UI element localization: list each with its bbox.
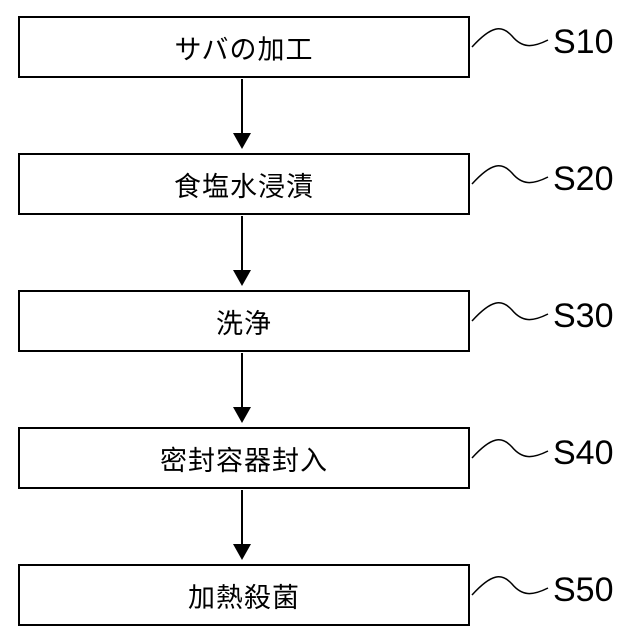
step-label-s20: S20	[553, 162, 614, 196]
step-box-s20: 食塩水浸漬	[18, 153, 470, 215]
step-box-s40: 密封容器封入	[18, 427, 470, 489]
arrow-s40-s50	[233, 490, 251, 560]
step-label-s10: S10	[553, 25, 614, 59]
step-box-s10: サバの加工	[18, 16, 470, 78]
leader-line-s30	[472, 303, 548, 321]
step-box-s30: 洗浄	[18, 290, 470, 352]
step-box-s50: 加熱殺菌	[18, 564, 470, 626]
arrow-s30-s40	[233, 353, 251, 423]
leader-line-s40	[472, 440, 548, 458]
leader-line-s50	[472, 577, 548, 595]
arrow-s10-s20	[233, 79, 251, 149]
leader-line-s10	[472, 29, 548, 47]
step-label-s50: S50	[553, 573, 614, 607]
leader-line-s20	[472, 166, 548, 184]
step-label-s40: S40	[553, 436, 614, 470]
step-text: 加熱殺菌	[188, 576, 300, 615]
arrow-s20-s30	[233, 216, 251, 286]
step-text: サバの加工	[175, 28, 314, 67]
step-text: 食塩水浸漬	[174, 165, 314, 204]
step-text: 洗浄	[216, 302, 272, 341]
step-text: 密封容器封入	[160, 439, 328, 478]
step-label-s30: S30	[553, 299, 614, 333]
